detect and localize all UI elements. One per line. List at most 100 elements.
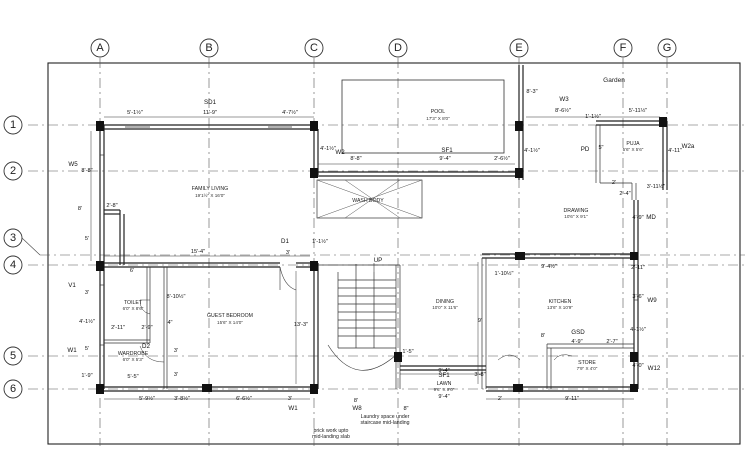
dim-text: 15'-4": [191, 249, 205, 255]
label-sf1-lawn: SF1: [438, 372, 450, 379]
label-lawn-size: 9'6" X 9'0": [434, 387, 455, 392]
dim-text: 9'-4": [438, 394, 449, 400]
tag-d2: D2: [142, 343, 150, 350]
dim-text: 4'-1½": [524, 147, 540, 154]
label-laundry-1: Laundry space under: [361, 414, 410, 420]
dim-text: 5": [598, 145, 603, 151]
dim-text: 13'-3": [294, 322, 308, 328]
label-dining: DINING: [436, 299, 454, 305]
dim-text: 2': [498, 396, 502, 402]
dim-text: 3': [288, 396, 292, 402]
tag-w1-bottom: W1: [288, 405, 298, 412]
dim-text: 4'-0": [632, 363, 643, 369]
label-pd: PD: [581, 146, 590, 153]
grid-row-label: 3: [10, 232, 16, 244]
dim-text: 3': [174, 348, 178, 354]
tag-w8: W8: [352, 405, 362, 412]
label-guest-bedroom: GUEST BEDROOM: [207, 313, 253, 319]
column-gridlines: [99, 58, 668, 446]
tag-w2: W2: [335, 149, 345, 156]
grid-col-label: B: [205, 42, 212, 54]
label-lawn: LAWN: [437, 381, 452, 387]
dim-text: 9': [478, 318, 482, 324]
dim-text: 6': [130, 268, 134, 274]
row-gridlines: [28, 124, 745, 390]
label-store-size: 7'9" X 4'0": [577, 366, 598, 371]
tag-w1-left: W1: [67, 347, 77, 354]
dim-text: 8": [403, 406, 408, 412]
tag-w5: W5: [68, 161, 78, 168]
wash-body-area: [316, 179, 423, 219]
label-store: STORE: [578, 360, 596, 366]
grid-row-label: 5: [10, 350, 16, 362]
dim-text: 4'-9": [632, 215, 643, 221]
dim-text: 3'-6": [632, 294, 643, 300]
dim-text: 5'-11½": [629, 107, 648, 114]
label-family-living-size: 19'1½" X 16'0": [195, 192, 225, 198]
dim-text: 8'-8": [81, 168, 92, 174]
doors: [139, 266, 573, 363]
label-sf1-top: SF1: [441, 147, 453, 154]
dim-text: 4": [167, 320, 172, 326]
dim-text: 9'-4": [439, 156, 450, 162]
tag-w9: W9: [647, 297, 657, 304]
dim-text: 8': [78, 206, 82, 212]
grid-col-label: D: [394, 42, 402, 54]
dimension-labels: 5'-1½" 11'-9" 4'-7½" 8'-3" 8'-6½" 5'-11½…: [78, 89, 682, 412]
dim-text: 8': [541, 333, 545, 339]
grid-row-label: 2: [10, 165, 16, 177]
column-bubbles: A B C D E F G: [90, 38, 677, 58]
grid-row-label: 6: [10, 383, 16, 395]
dim-text: 8': [354, 398, 358, 404]
grid-col-label: A: [96, 42, 104, 54]
label-wash-body: WASH BODY: [352, 198, 384, 204]
dim-text: 3': [286, 250, 290, 256]
dim-text: 9'-11": [565, 396, 579, 402]
grid-row-label: 1: [10, 119, 16, 131]
structural-columns: [96, 117, 667, 394]
dim-text: 2': [612, 180, 616, 186]
tag-w12: W12: [648, 365, 661, 372]
tag-w2a: W2a: [682, 143, 695, 150]
label-sd1: SD1: [204, 99, 217, 106]
dim-text: 9'-4½": [541, 263, 557, 270]
dim-text: 4'-1½": [320, 145, 336, 152]
dim-text: 8'-6½": [555, 107, 571, 114]
grid-row-label: 4: [10, 259, 16, 271]
label-wardrobe-size: 6'0" X 5'3": [123, 357, 144, 362]
opening-tags: W3 W2 W2a W5 D1 V1 W1 D2 W9 W12 W1 W8: [67, 96, 695, 412]
dim-text: 1'-1½": [312, 238, 328, 245]
tag-d1: D1: [281, 238, 289, 245]
dim-text: 3': [85, 290, 89, 296]
label-toilet-size: 6'0" X 8'6": [123, 306, 144, 311]
grid-col-label: G: [663, 42, 672, 54]
label-gsd: GSD: [571, 329, 585, 336]
staircase: [327, 263, 397, 371]
plot-boundary: [47, 62, 741, 445]
dim-text: 3'-8": [474, 372, 485, 378]
dim-text: 4'-7½": [282, 109, 298, 116]
dim-text: 4'-11": [668, 148, 682, 154]
dim-text: 2'-6½": [494, 155, 510, 162]
dim-text: 6'-6½": [236, 395, 252, 402]
dim-text: 9'-4": [438, 368, 449, 374]
dim-text: 8'-10½": [167, 293, 186, 300]
dim-text: 1'-1½": [585, 113, 601, 120]
dimension-lines: [90, 116, 660, 400]
dim-text: 8'-8": [350, 156, 361, 162]
label-laundry-2: staircase mid-landing: [360, 420, 409, 426]
dim-text: 2'-8": [106, 203, 117, 209]
dim-text: 2'-11": [631, 265, 645, 271]
label-brick-2: mid-landing slab: [312, 434, 350, 440]
dim-text: 1'-10½": [495, 270, 514, 277]
label-up: UP: [374, 257, 383, 264]
label-family-living: FAMILY LIVING: [192, 186, 228, 192]
dim-text: 11'-9": [203, 110, 217, 116]
grid-col-label: F: [620, 42, 627, 54]
pool: [341, 79, 505, 154]
label-brick-1: brick work upto: [314, 428, 349, 434]
label-wardrobe: WARDROBE: [118, 351, 149, 357]
label-dining-size: 10'0" X 11'6": [432, 305, 458, 310]
dim-text: 3'-11½": [647, 183, 666, 190]
